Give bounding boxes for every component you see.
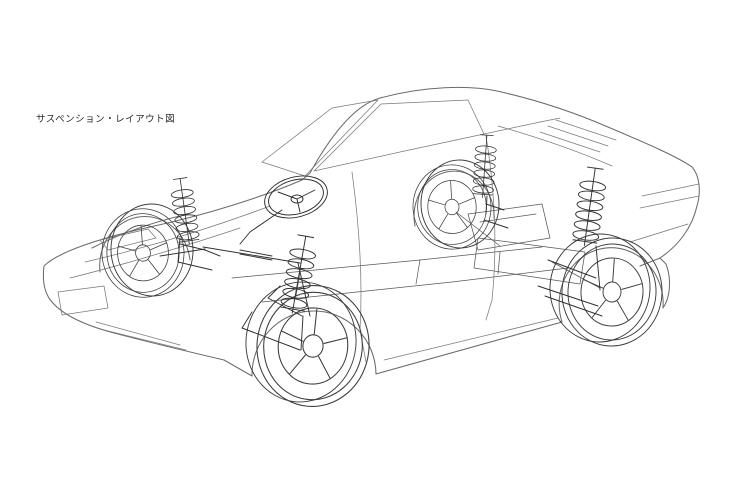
bumper-intake-line [95,321,181,346]
suspension-and-steering [159,134,609,351]
rear-wheel-arch-right [558,247,664,323]
steering-spokes [277,189,316,213]
bumper-intake-line [103,329,187,351]
engine-cover-louver [539,131,601,153]
front-left-suspension [159,176,221,271]
engine-unit [467,203,551,251]
rocker-inner-line [383,317,559,361]
engine-detail-line [479,213,537,223]
upper-silhouette [43,86,700,267]
front-right-suspension [241,233,320,351]
crossmember [295,271,301,297]
upper-control-arm [547,259,597,279]
far-front-fender-line [91,213,189,249]
steering-assembly [202,175,328,264]
toe-link [544,295,603,317]
lower-control-arm [177,261,213,271]
rear-bumper-lower [659,257,671,309]
steering-column [239,209,283,245]
chassis-floor-rails [231,203,601,303]
engine-cover-louver [547,125,609,147]
wheels [98,159,667,413]
steering-wheel [264,175,328,219]
knuckle [485,195,488,215]
hood-crease [84,205,271,263]
rear-subframe [473,237,586,285]
front-fascia [42,265,253,377]
rear-bumper-crease [629,223,689,243]
rear-left-suspension [471,134,509,229]
floor-rail-upper [231,246,543,279]
engine-cover-louver [555,119,617,141]
tie-rod [159,248,206,257]
tie-rod [297,262,311,317]
wheel-rear-left [410,159,500,252]
driveshaft-left [455,211,501,247]
coil-spring-damper-icon [278,233,320,316]
rear-right-suspension [537,165,609,317]
lower-control-arm [483,219,509,229]
buttress-line [483,117,561,135]
quarter-cut-line [485,135,496,321]
knuckle [595,245,601,291]
headlamp-popup [99,228,157,251]
coil-spring-damper-icon [471,134,498,199]
steering-wheel-inner-rim [268,178,324,216]
floor-rail-lower [261,267,569,303]
lower-control-arm [241,311,301,351]
hood-crease-lower [69,227,241,279]
upper-control-arm [179,243,221,257]
rocker-sill [375,321,563,375]
upper-control-arm [267,285,303,317]
windshield [261,99,379,177]
rack-housing [239,249,273,261]
crossmember [497,251,501,275]
tire-inner-sidewall [549,233,651,343]
knuckle [300,315,304,351]
lower-control-arm [537,285,599,307]
front-plate [57,285,109,316]
wheel-rear-right [549,233,667,350]
crossmember [415,259,421,285]
rear-wheel-arch-left [413,170,495,227]
deck-inner-line [497,125,613,167]
steering-hub [290,194,304,204]
upper-control-arm [485,203,505,211]
door-cut-line [351,171,367,363]
knuckle [177,237,181,263]
side-window [313,99,485,172]
taillight-band [639,195,700,209]
steering-rack [202,246,301,264]
taillight-band [641,183,700,197]
diagram-caption: サスペンション・レイアウト図 [36,114,176,125]
body-detail-lines [57,99,700,363]
